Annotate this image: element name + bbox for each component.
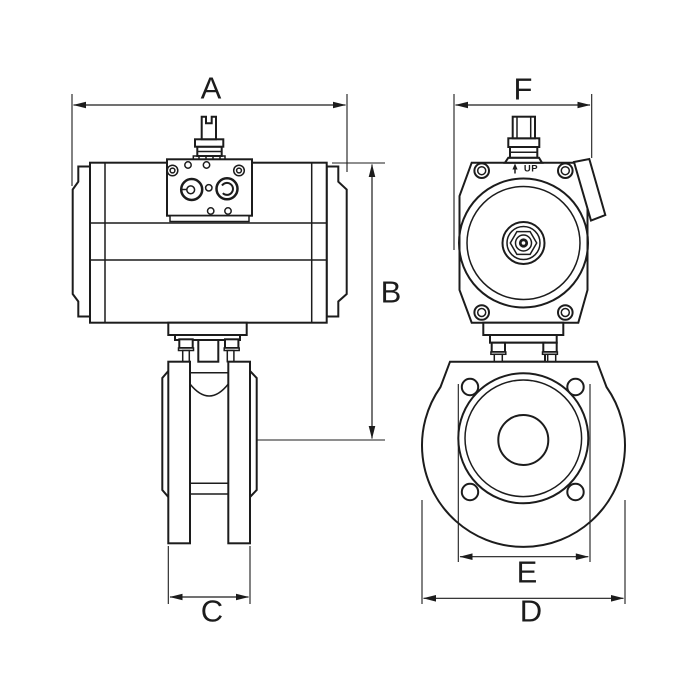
side-position-indicator-stack bbox=[503, 115, 544, 164]
plate-hole bbox=[202, 161, 211, 169]
dim-label-d: D bbox=[519, 593, 543, 629]
dim-label-a: A bbox=[200, 70, 222, 106]
dimension-e bbox=[457, 384, 591, 562]
valve-body-edge-right bbox=[249, 370, 258, 498]
stem-flange bbox=[194, 138, 225, 148]
air-port-right bbox=[215, 177, 239, 201]
up-label: UP bbox=[523, 162, 539, 174]
stem-housing bbox=[197, 339, 220, 363]
position-indicator-stack bbox=[192, 115, 226, 161]
front-mounting-bracket bbox=[167, 321, 248, 363]
bolt-hole bbox=[460, 482, 480, 502]
dimension-c bbox=[167, 546, 251, 604]
stem-flange bbox=[507, 137, 541, 149]
ball-arc bbox=[189, 383, 229, 397]
raised-face-inner bbox=[464, 379, 583, 498]
stem-housing bbox=[500, 341, 547, 363]
stem-base bbox=[503, 156, 544, 164]
dim-label-b: B bbox=[380, 274, 402, 310]
bracket-plate bbox=[167, 321, 248, 337]
plate-hole bbox=[204, 183, 213, 192]
plate-screw bbox=[166, 164, 179, 177]
corner-bolt bbox=[473, 162, 491, 179]
hub-nut bbox=[501, 221, 546, 265]
stud-bolt bbox=[177, 338, 195, 363]
air-port-left bbox=[179, 177, 204, 202]
end-cap-right bbox=[325, 165, 348, 318]
dim-label-e: E bbox=[516, 554, 538, 590]
valve-flange-left bbox=[167, 360, 192, 545]
dimension-d bbox=[421, 500, 626, 604]
dim-label-c: C bbox=[200, 593, 224, 629]
valve-bore bbox=[497, 414, 550, 466]
bracket-step bbox=[489, 334, 558, 344]
cylinder-ring-outer bbox=[458, 177, 589, 309]
side-view-valve bbox=[421, 360, 626, 548]
valve-flange-right bbox=[227, 360, 252, 545]
mounting-tab bbox=[572, 157, 607, 222]
bracket-plate bbox=[482, 321, 565, 337]
namur-plate bbox=[166, 158, 253, 223]
front-view-actuator bbox=[71, 115, 348, 363]
stud-bolt bbox=[223, 338, 240, 363]
dim-label-f: F bbox=[513, 71, 533, 107]
side-view-actuator bbox=[458, 115, 607, 363]
indicator-cap bbox=[511, 115, 537, 140]
namur-plate-lip bbox=[169, 214, 250, 223]
front-view-valve bbox=[161, 360, 258, 545]
valve-body-edge-left bbox=[161, 370, 170, 498]
bolt-hole bbox=[460, 377, 480, 397]
position-indicator bbox=[200, 115, 217, 141]
plate-hole bbox=[184, 161, 192, 169]
end-cap-left bbox=[71, 165, 91, 318]
bolt-hole bbox=[566, 377, 585, 397]
corner-bolt bbox=[557, 304, 574, 321]
cylinder-ring-inner bbox=[466, 185, 581, 301]
corner-bolt bbox=[473, 304, 491, 321]
side-mounting-bracket bbox=[482, 321, 565, 363]
dimension-b bbox=[256, 162, 385, 441]
corner-bolt bbox=[557, 162, 574, 179]
dimension-f bbox=[453, 94, 593, 250]
bolt-hole bbox=[566, 482, 585, 502]
up-arrow-icon bbox=[512, 163, 518, 174]
valve-flange-outline bbox=[421, 360, 626, 548]
dimension-a bbox=[71, 94, 348, 186]
plate-screw bbox=[232, 164, 246, 177]
plate-hole bbox=[206, 207, 215, 215]
plate-hole bbox=[224, 207, 232, 215]
